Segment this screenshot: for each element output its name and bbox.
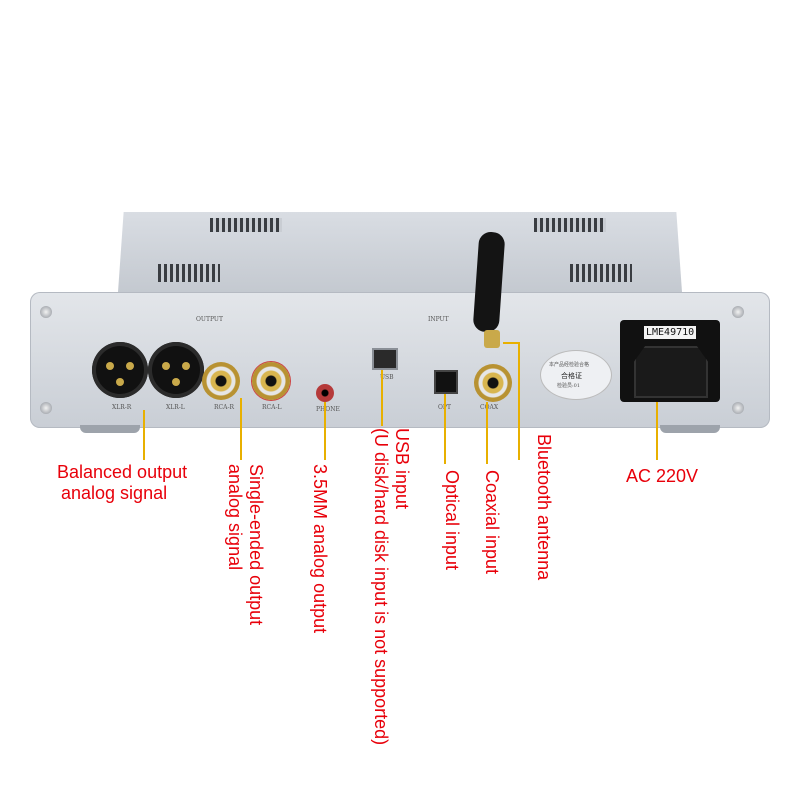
output-section-label: OUTPUT bbox=[196, 316, 223, 323]
leader-line bbox=[324, 402, 326, 460]
callout-ac-220v: AC 220V bbox=[626, 466, 699, 486]
rca-l-label: RCA-L bbox=[262, 404, 282, 411]
input-section-label: INPUT bbox=[428, 316, 449, 323]
power-inlet: LME49710 bbox=[620, 320, 720, 402]
xlr-r-label: XLR-R bbox=[112, 404, 132, 411]
leader-line bbox=[656, 402, 658, 460]
coaxial-jack bbox=[474, 364, 512, 402]
screw bbox=[40, 306, 52, 318]
callout-single-ended-output: Single-ended output analog signal bbox=[225, 464, 266, 626]
leader-line bbox=[381, 370, 383, 426]
screw bbox=[40, 402, 52, 414]
phone-jack bbox=[316, 384, 334, 402]
leader-line bbox=[240, 398, 242, 460]
usb-label: USB bbox=[380, 374, 394, 381]
callout-optical-input: Optical input bbox=[442, 470, 462, 571]
callout-3-5mm-output: 3.5MM analog output bbox=[310, 464, 330, 634]
rca-r-jack bbox=[202, 362, 240, 400]
inspection-card: 本产品经检验合格 合格证 检验员:01 bbox=[540, 350, 612, 400]
screw bbox=[732, 402, 744, 414]
power-sticker: LME49710 bbox=[644, 326, 697, 339]
leader-line bbox=[486, 402, 488, 464]
vent-grille bbox=[210, 218, 282, 232]
phone-label: PHONE bbox=[316, 406, 340, 413]
chassis-foot bbox=[80, 425, 140, 433]
chassis-foot bbox=[660, 425, 720, 433]
antenna-base bbox=[484, 330, 500, 348]
leader-line bbox=[518, 342, 520, 460]
coax-label: COAX bbox=[480, 404, 499, 411]
leader-line bbox=[503, 342, 519, 344]
callout-bluetooth-antenna: Bluetooth antenna bbox=[534, 434, 554, 581]
xlr-l-connector bbox=[148, 342, 204, 398]
callout-usb-input: USB input (U disk/hard disk input is not… bbox=[371, 428, 412, 746]
leader-line bbox=[143, 410, 145, 460]
vent-grille bbox=[534, 218, 606, 232]
leader-line bbox=[444, 394, 446, 464]
callout-balanced-output: Balanced output analog signal bbox=[57, 462, 188, 503]
xlr-r-connector bbox=[92, 342, 148, 398]
chassis-top bbox=[118, 212, 682, 292]
vent-grille bbox=[570, 264, 632, 282]
usb-port bbox=[372, 348, 398, 370]
screw bbox=[732, 306, 744, 318]
xlr-l-label: XLR-L bbox=[166, 404, 185, 411]
rca-l-jack bbox=[252, 362, 290, 400]
vent-grille bbox=[158, 264, 220, 282]
iec-socket bbox=[634, 346, 708, 398]
rca-r-label: RCA-R bbox=[214, 404, 234, 411]
callout-coaxial-input: Coaxial input bbox=[482, 470, 502, 575]
optical-port bbox=[434, 370, 458, 394]
